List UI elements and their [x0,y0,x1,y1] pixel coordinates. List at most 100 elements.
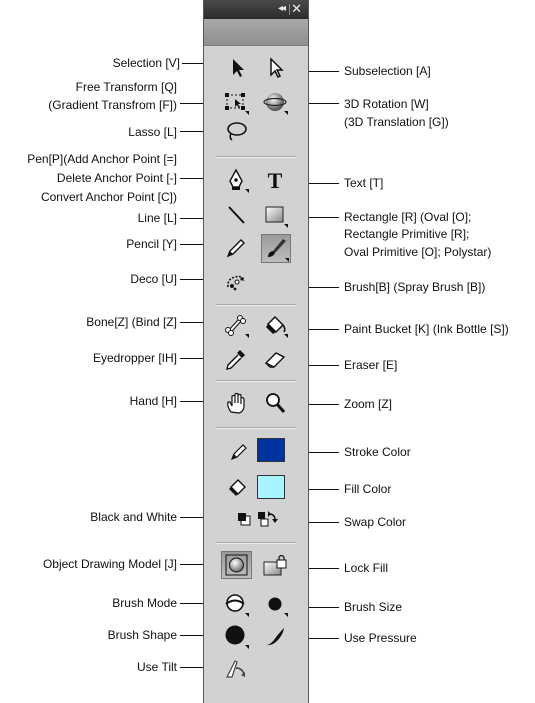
label-subselection: Subselection [A] [344,64,431,78]
use-tilt-button[interactable] [223,656,249,682]
label-swap-color: Swap Color [344,515,407,529]
label-brush-size: Brush Size [344,600,403,614]
label-lock-fill: Lock Fill [344,561,389,575]
label-use-pressure: Use Pressure [344,631,417,645]
stroke-color-swatch[interactable] [257,438,285,462]
3d-rotation-tool[interactable] [262,89,288,115]
pencil-icon [230,444,247,461]
label-use-tilt: Use Tilt [136,660,177,674]
divider [216,427,296,429]
swap-color-icon [258,511,278,527]
eraser-tool[interactable] [262,346,288,372]
collapse-icon[interactable]: ◂◂ [277,3,286,14]
hand-icon [227,392,245,414]
use-pressure-button[interactable] [262,623,288,649]
leader-brush-shape [180,635,223,636]
zoom-tool[interactable] [262,390,288,416]
stroke-color-pencil [228,440,250,462]
lasso-tool[interactable] [223,118,249,144]
bone-tool[interactable] [223,312,249,338]
rectangle-icon [265,206,288,228]
pen-icon [229,168,249,193]
leader-zoom [291,404,339,405]
tools-panel: ◂◂ ✕ [203,0,309,703]
deco-tool[interactable] [223,269,249,295]
panel-header [204,19,308,46]
free-transform-icon [225,93,249,115]
divider [216,304,296,306]
label-eyedropper: Eyedropper [IH] [92,351,177,365]
brush-mode-button[interactable] [223,591,249,617]
label-3d-rotation: 3D Rotation [W] [344,97,429,111]
brush-shape-button[interactable] [223,623,249,649]
divider [216,380,296,382]
hand-tool[interactable] [223,390,249,416]
pencil-icon [226,239,245,258]
black-white-icon [238,513,251,526]
label-deco: Deco [U] [130,272,177,286]
label-brush: Brush[B] (Spray Brush [B]) [344,280,486,294]
line-tool[interactable] [223,202,249,228]
label-pen: Pen[P](Add Anchor Point [=] [27,152,177,166]
brush-shape-icon [225,625,249,649]
label-lasso: Lasso [L] [128,125,177,139]
lock-fill-button[interactable] [262,553,288,579]
leader-stroke-color [287,452,339,453]
swap-color-button[interactable] [257,509,279,529]
eyedropper-tool[interactable] [223,346,249,372]
fill-color-swatch[interactable] [257,475,285,499]
selection-arrow-icon [233,59,244,77]
subselection-tool[interactable] [262,55,288,81]
leader-hand [180,401,223,402]
lock-fill-icon [263,554,287,576]
leader-swap-color [281,522,339,523]
label-zoom: Zoom [Z] [344,397,393,411]
brush-size-icon [268,597,288,617]
leader-use-pressure [291,638,339,639]
pencil-tool[interactable] [223,235,249,261]
eyedropper-icon [226,350,245,370]
leader-rectangle [291,217,339,218]
divider [216,156,296,158]
leader-lasso [180,131,223,132]
leader-object-drawing [180,564,223,565]
rectangle-tool[interactable] [262,202,288,228]
text-icon: T [268,168,283,193]
close-icon[interactable]: ✕ [291,1,302,16]
label-eraser: Eraser [E] [344,358,398,372]
leader-eyedropper [180,358,223,359]
label-delete-anchor: Delete Anchor Point [-] [56,171,177,185]
label-fill-color: Fill Color [344,482,392,496]
leader-text [291,183,339,184]
leader-bone [180,322,223,323]
brush-size-button[interactable] [262,591,288,617]
label-object-drawing: Object Drawing Model [J] [42,557,177,571]
label-rectangle-primitive: Rectangle Primitive [R]; [344,227,470,241]
leader-brush-size [291,607,339,608]
free-transform-tool[interactable] [223,89,249,115]
label-brush-mode: Brush Mode [112,596,177,610]
lasso-icon [227,122,247,141]
brush-tool[interactable] [261,234,291,263]
selection-tool[interactable] [224,55,250,81]
label-line: Line [L] [137,211,177,225]
leader-use-tilt [180,667,223,668]
label-rectangle: Rectangle [R] (Oval [O]; [344,210,472,224]
pen-tool[interactable] [223,167,249,193]
black-and-white-button[interactable] [236,511,252,527]
titlebar-divider [289,4,290,15]
label-text: Text [T] [344,176,384,190]
leader-lock-fill [291,568,339,569]
zoom-icon [266,393,286,413]
text-tool[interactable]: T [262,167,288,193]
leader-subselection [287,71,339,72]
object-drawing-icon [225,554,248,576]
line-icon [228,206,245,224]
leader-paint-bucket [291,329,339,330]
divider [216,542,296,544]
use-pressure-icon [266,628,284,646]
object-drawing-button[interactable] [221,551,252,579]
label-3d-translation: (3D Translation [G]) [344,115,449,129]
paint-bucket-tool[interactable] [262,312,288,338]
leader-deco [180,279,223,280]
